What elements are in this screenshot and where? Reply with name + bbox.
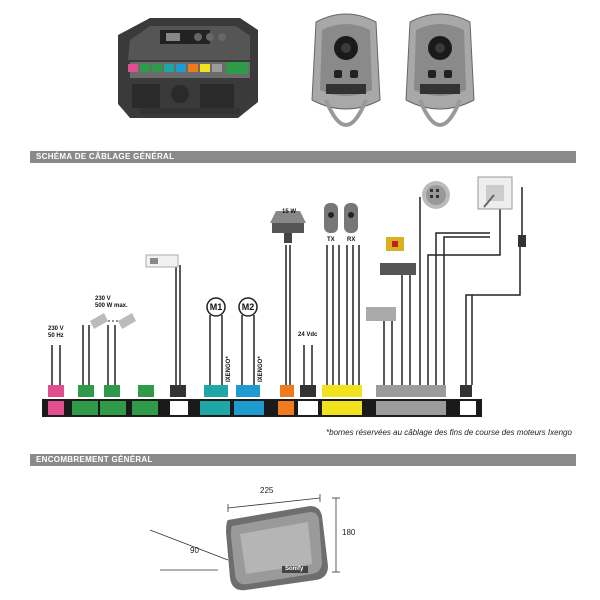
terminal-symbols	[48, 401, 476, 415]
height-dimension: 180	[342, 528, 356, 537]
antenna-icon	[518, 187, 526, 247]
wiring-section-header: SCHÉMA DE CÂBLAGE GÉNÉRAL	[30, 151, 576, 163]
remote-keyfob-icon	[405, 13, 475, 127]
rx-label: RX	[347, 237, 356, 243]
power-in-label: 230 V	[48, 326, 64, 332]
lamp-power-label: 500 W max.	[95, 303, 128, 309]
dimension-lines	[149, 494, 340, 573]
brand-logo: Somfy	[285, 566, 304, 572]
control-box-body	[226, 506, 328, 591]
tx-label: TX	[327, 237, 335, 243]
ixengo2-label: IXENGO*	[258, 356, 264, 382]
keypad-icon	[422, 181, 450, 209]
connector-blocks	[48, 385, 472, 397]
wiring-section-title: SCHÉMA DE CÂBLAGE GÉNÉRAL	[36, 152, 175, 161]
motor2-label: M2	[241, 302, 255, 312]
lock-icon	[366, 237, 416, 321]
power-in-freq-label: 50 Hz	[48, 333, 64, 339]
vdc-label: 24 Vdc	[298, 332, 318, 338]
lamp-icon	[90, 313, 136, 329]
wiring-schematic	[42, 176, 526, 417]
flash-power-label: 15 W	[282, 209, 297, 215]
size-section-title: ENCOMBREMENT GÉNÉRAL	[36, 455, 153, 464]
photocell-icon	[324, 203, 358, 233]
motor-icon	[206, 297, 258, 317]
remote-keyfob-icon	[311, 13, 381, 127]
key-switch-icon	[477, 176, 513, 210]
ixengo1-label: IXENGO*	[226, 356, 232, 382]
product-images	[118, 13, 475, 127]
lamp-voltage-label: 230 V	[95, 296, 111, 302]
battery-icon	[145, 254, 179, 268]
depth-dimension: 90	[190, 546, 199, 555]
control-board-image	[118, 18, 258, 118]
wires	[51, 197, 521, 385]
size-section-header: ENCOMBREMENT GÉNÉRAL	[30, 454, 576, 466]
motor1-label: M1	[209, 302, 223, 312]
control-box-image	[149, 494, 340, 591]
footnote: *bornes réservées au câblage des fins de…	[326, 428, 572, 437]
flashing-light-icon	[270, 211, 306, 243]
width-dimension: 225	[260, 486, 274, 495]
